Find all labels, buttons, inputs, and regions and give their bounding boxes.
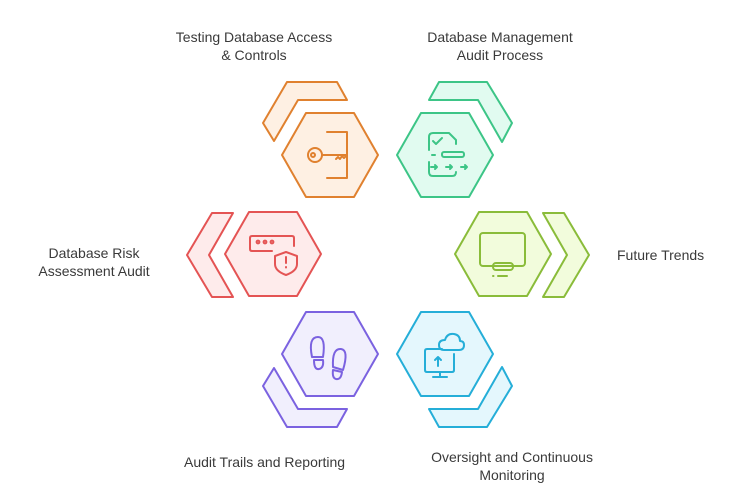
segment-management-audit [396,81,513,198]
cloud-upload-monitor-icon [424,332,465,378]
segment-testing-access [262,81,379,198]
chevron-shape [542,212,590,298]
hexagon-shape [224,211,322,297]
chevron-shape [186,212,234,298]
key-door-icon [307,131,348,179]
hexagon-shape [396,112,494,198]
label-audit-trails: Audit Trails and Reporting [184,454,346,470]
segment-oversight-monitoring [396,311,513,428]
checklist-document-icon [428,132,468,177]
password-shield-icon [249,235,298,276]
label-risk-assessment: Database Risk Assessment Audit [38,245,150,279]
chevron-shape [428,81,513,143]
label-testing-access: Testing Database Access & Controls [175,29,333,63]
label-oversight-monitoring: Oversight and Continuous Monitoring [431,449,593,483]
chevron-shape [262,367,348,428]
segment-future-trends [454,211,590,298]
chevron-shape [428,366,513,428]
chevron-shape [262,81,348,142]
monitor-icon [479,232,526,277]
segment-risk-assessment [186,211,322,298]
footprints-icon [309,336,347,381]
hexagon-shape [281,311,379,397]
label-management-audit: Database Management Audit Process [427,29,573,63]
label-future-trends: Future Trends [617,247,705,263]
hexagon-shape [454,211,552,297]
segment-audit-trails [262,311,379,428]
hexagon-shape [396,311,494,397]
